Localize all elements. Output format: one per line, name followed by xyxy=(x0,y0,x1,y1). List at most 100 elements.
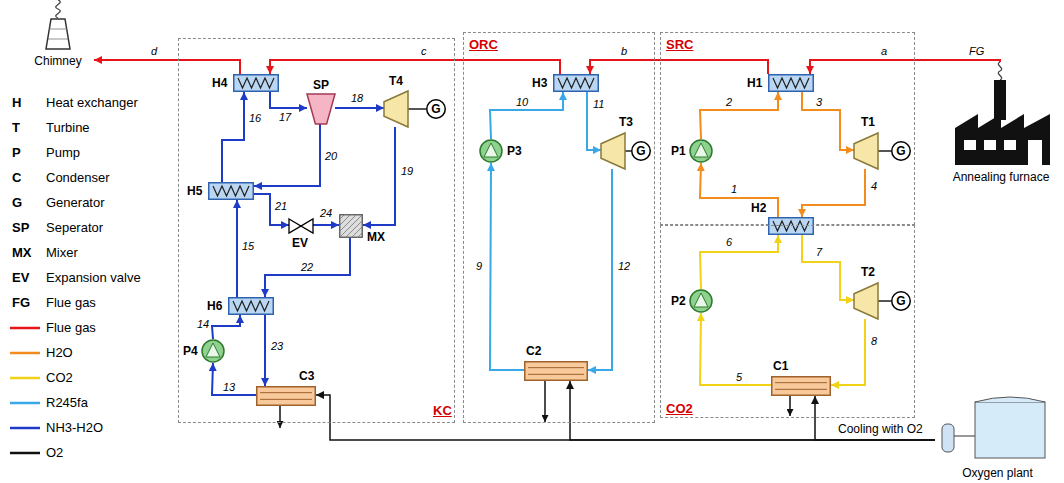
flow-line xyxy=(270,92,307,108)
stream-number: 4 xyxy=(870,180,878,193)
turbine-symbol xyxy=(384,91,408,127)
flow-line xyxy=(700,313,771,385)
factory-icon xyxy=(955,62,1050,165)
node-label: C1 xyxy=(773,359,788,373)
node-label: H2 xyxy=(751,201,766,215)
stream-number: 6 xyxy=(725,236,733,249)
turbine: T1 xyxy=(854,133,878,169)
abbreviation-meaning: Heat exchanger xyxy=(46,95,138,110)
heat-exchanger-symbol xyxy=(228,297,274,315)
pump: P2 xyxy=(689,289,713,313)
flow-line xyxy=(335,107,384,109)
stream-number: b xyxy=(620,45,628,58)
illustration-part xyxy=(994,80,1006,120)
legend-text: Flue gas xyxy=(46,320,96,335)
illustration-part xyxy=(789,395,791,416)
node-label: Chimney xyxy=(22,54,94,68)
turbine-body xyxy=(854,133,878,169)
heat-exchanger-symbol xyxy=(553,74,599,92)
exchanger-body xyxy=(769,75,814,92)
heat-exchanger: H4 xyxy=(233,74,279,92)
exchanger-body xyxy=(769,218,814,235)
turbine-symbol xyxy=(854,133,878,169)
exchanger-body xyxy=(234,75,279,92)
illustration-part xyxy=(998,62,1001,80)
stream-number: 24 xyxy=(319,207,333,220)
stream-number: d xyxy=(150,45,158,58)
stream-number: 13 xyxy=(222,381,236,394)
separator-symbol xyxy=(307,94,335,124)
turbine-body xyxy=(601,133,625,169)
illustration-part xyxy=(49,29,67,30)
illustration-part xyxy=(279,405,281,428)
stream-number: 11 xyxy=(592,98,605,111)
stream-number: c xyxy=(420,45,428,58)
pump-impeller xyxy=(206,343,220,357)
flow-line xyxy=(590,60,768,74)
group-title: SRC xyxy=(666,37,693,52)
stream-number: 1 xyxy=(730,183,738,196)
condenser: C1 xyxy=(771,376,831,396)
heat-exchanger-symbol xyxy=(768,74,814,92)
condenser-tube xyxy=(528,374,584,375)
generator-body xyxy=(892,142,911,161)
pump-body xyxy=(202,340,224,362)
abbreviation: MX xyxy=(12,245,32,260)
abbreviation-meaning: Flue gas xyxy=(46,295,96,310)
illustration-part xyxy=(955,114,1050,165)
abbreviation-meaning: Pump xyxy=(46,145,80,160)
abbreviation: EV xyxy=(12,270,29,285)
group-title: ORC xyxy=(469,37,498,52)
exchanger-coil xyxy=(238,78,274,88)
stream-number: 22 xyxy=(300,261,314,274)
flow-line xyxy=(490,92,563,139)
condenser-body xyxy=(257,387,316,406)
node-label: Oxygen plant xyxy=(935,466,1060,480)
flow-line xyxy=(588,169,612,370)
abbreviation-meaning: Expansion valve xyxy=(46,270,141,285)
turbine: T4 xyxy=(384,91,408,127)
shaft-line xyxy=(625,150,631,152)
node-label: H1 xyxy=(747,76,762,90)
abbreviation: T xyxy=(12,120,20,135)
legend-text: R245fa xyxy=(46,395,88,410)
abbreviation-meaning: Condenser xyxy=(46,170,110,185)
node-label: P2 xyxy=(671,294,686,308)
stream-number: 9 xyxy=(475,260,483,273)
abbreviation: C xyxy=(12,170,21,185)
stream-number: 3 xyxy=(815,96,823,109)
heat-exchanger: H2 xyxy=(768,217,814,235)
condenser: C2 xyxy=(524,361,588,381)
mixer-hatch xyxy=(339,214,351,226)
pump-symbol xyxy=(689,139,713,163)
pump-impeller xyxy=(484,143,498,157)
node-label: T4 xyxy=(389,74,403,88)
plant-icon: Chimney xyxy=(22,2,94,68)
flow-line xyxy=(254,194,289,225)
legend-line-sample xyxy=(10,452,40,455)
flow-line xyxy=(236,200,238,297)
abbreviation-meaning: Seperator xyxy=(46,220,103,235)
pump-symbol xyxy=(479,139,503,163)
mixer-hatch xyxy=(357,232,363,238)
turbine-body xyxy=(384,91,408,127)
exchanger-coil xyxy=(773,78,809,88)
cycle-group: KCH4T4GSPH5EVMXH6P4C3 xyxy=(178,38,455,423)
coolant-outflow-arrows xyxy=(280,380,790,428)
cycle-group: CO2T2GP2C1 xyxy=(660,225,915,418)
pump: P1 xyxy=(689,139,713,163)
node-label: G xyxy=(891,291,911,311)
illustration-part xyxy=(975,397,1045,402)
stream-number: 18 xyxy=(350,92,364,105)
legend-line-sample xyxy=(10,352,40,355)
generator: G xyxy=(891,291,911,311)
illustration-part xyxy=(1004,140,1016,150)
mixer-hatch xyxy=(339,214,345,220)
condenser-body xyxy=(525,362,588,381)
shaft-line xyxy=(408,108,426,110)
separator-body xyxy=(307,94,335,124)
stream-number: 20 xyxy=(324,150,338,163)
